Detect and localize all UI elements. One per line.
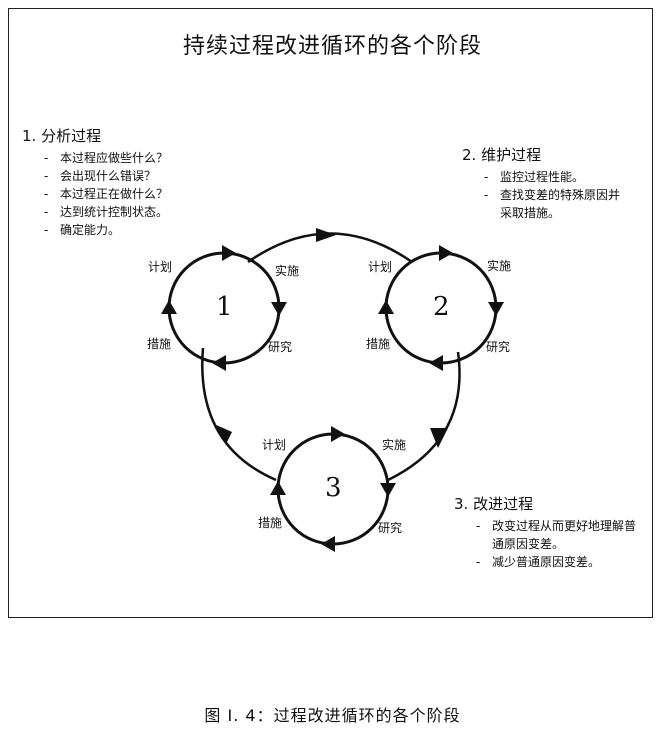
figure-caption: 图 I. 4：过程改进循环的各个阶段 — [204, 706, 461, 725]
cycle-2-arrow-right — [488, 302, 504, 316]
cycle-2-arrow-left — [378, 300, 394, 314]
cycle-1-arrow-top — [222, 245, 236, 261]
section-maintain: 2. 维护过程 监控过程性能。 查找变差的特殊原因并采取措施。 — [462, 144, 632, 222]
cycle-1-study-label: 研究 — [268, 340, 293, 354]
cycle-2-do-label: 实施 — [487, 259, 512, 273]
cycle-2-study-label: 研究 — [486, 340, 511, 354]
list-item: 减少普通原因变差。 — [476, 553, 644, 571]
cycle-1-arrow-left — [161, 300, 177, 314]
connector-2-to-3 — [387, 351, 461, 482]
cycle-3-arrow-right — [380, 483, 396, 497]
connector-3-to-1 — [201, 347, 277, 482]
cycle-3-arrow-top — [331, 426, 345, 442]
cycle-1-arrow-bottom — [212, 355, 226, 371]
section-heading: 3. 改进过程 — [454, 495, 534, 513]
list-item: 查找变差的特殊原因并采取措施。 — [484, 186, 620, 222]
cycle-3-study-label: 研究 — [378, 521, 403, 535]
list-item: 达到统计控制状态。 — [44, 203, 242, 221]
list-item: 本过程应做些什么？ — [44, 149, 242, 167]
cycle-3-plan-label: 计划 — [262, 438, 287, 452]
cycle-1-arrow-right — [271, 302, 287, 316]
cycle-1-plan-label: 计划 — [148, 260, 173, 274]
section-analyze: 1. 分析过程 本过程应做些什么？ 会出现什么错误？ 本过程正在做什么？ 达到统… — [22, 125, 242, 239]
list-item: 改变过程从而更好地理解普通原因变差。 — [476, 517, 642, 553]
arrow-2-to-3 — [430, 428, 448, 448]
cycle-1-do-label: 实施 — [275, 264, 300, 278]
cycle-2-act-label: 措施 — [366, 337, 391, 351]
list-item: 监控过程性能。 — [484, 168, 632, 186]
diagram-title: 持续过程改进循环的各个阶段 — [182, 34, 482, 59]
list-item: 本过程正在做什么？ — [44, 185, 242, 203]
cycle-3-act-label: 措施 — [258, 516, 283, 530]
list-item: 确定能力。 — [44, 221, 242, 239]
arrow-1-to-2 — [316, 228, 336, 242]
cycle-1-act-label: 措施 — [147, 337, 172, 351]
arrow-3-to-1 — [214, 424, 232, 444]
figure-frame — [8, 8, 653, 618]
cycle-1-number: 1 — [216, 292, 233, 322]
section-improve: 3. 改进过程 改变过程从而更好地理解普通原因变差。 减少普通原因变差。 — [454, 493, 644, 571]
section-heading: 2. 维护过程 — [462, 146, 542, 164]
section-heading: 1. 分析过程 — [22, 127, 102, 145]
cycle-3-do-label: 实施 — [382, 438, 407, 452]
cycle-2-arrow-top — [439, 245, 453, 261]
cycle-3-arrow-bottom — [321, 536, 335, 552]
cycle-2-plan-label: 计划 — [368, 260, 393, 274]
list-item: 会出现什么错误？ — [44, 167, 242, 185]
cycle-2-number: 2 — [433, 292, 450, 322]
cycle-3-arrow-left — [270, 481, 286, 495]
cycle-2-arrow-bottom — [429, 355, 443, 371]
cycle-3-number: 3 — [325, 473, 342, 503]
